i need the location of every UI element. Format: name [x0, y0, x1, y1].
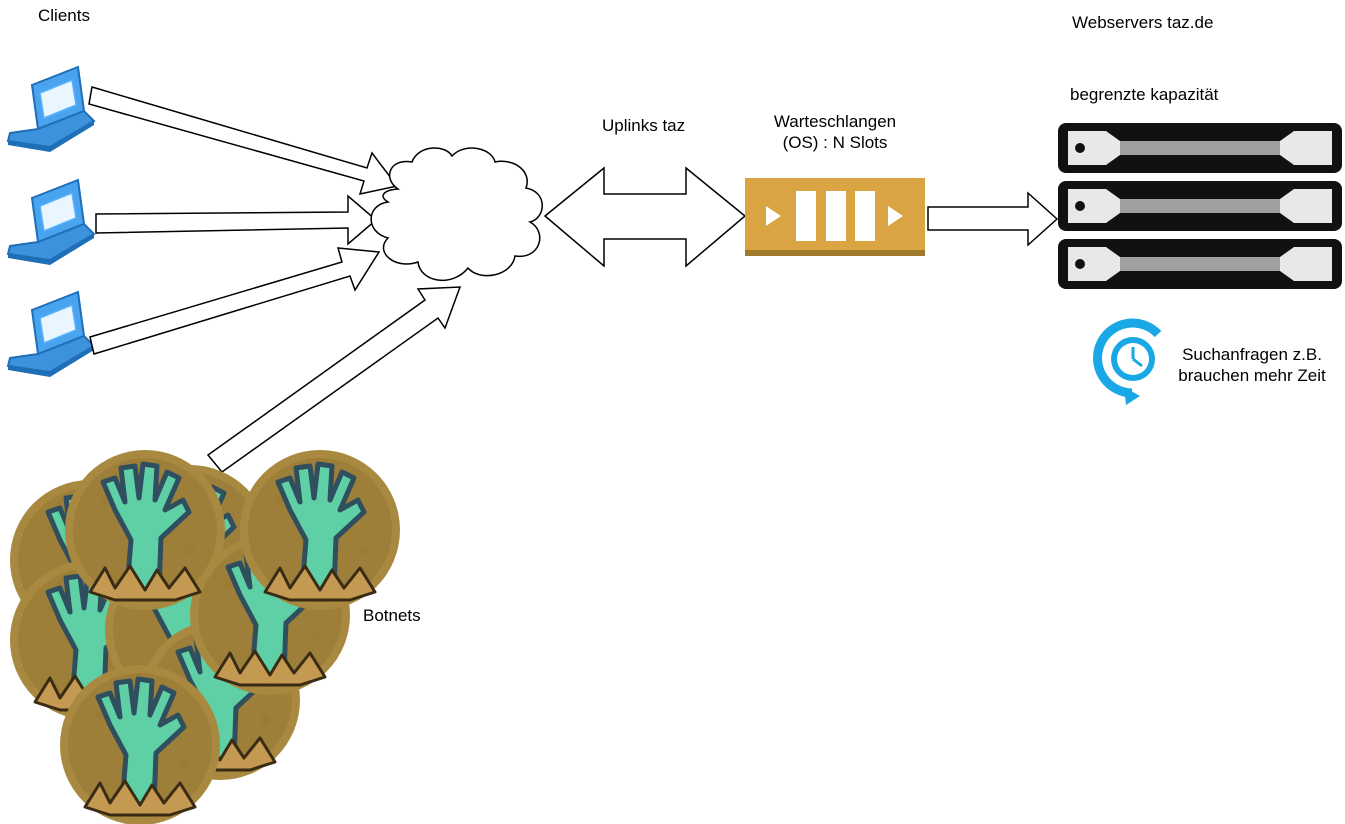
botnets-label: Botnets — [363, 606, 421, 625]
search-note-line1: Suchanfragen z.B. — [1182, 345, 1322, 364]
zombie-hand-icon — [65, 450, 225, 610]
cloud-icon — [370, 147, 543, 282]
clients-label: Clients — [38, 6, 90, 25]
laptop-icon — [7, 291, 95, 378]
webservers-label: Webservers taz.de — [1072, 13, 1214, 32]
arrow-client-3 — [89, 247, 381, 355]
zombie-hand-icon — [240, 450, 400, 610]
arrow-botnet — [206, 286, 462, 474]
search-note: Suchanfragen z.B. brauchen mehr Zeit — [1164, 344, 1340, 386]
laptop-icon — [7, 66, 95, 153]
clock-icon — [1093, 318, 1162, 405]
server-icon — [1058, 239, 1342, 289]
queue-label-line1: Warteschlangen — [773, 112, 897, 131]
queue-icon — [745, 178, 925, 256]
capacity-label: begrenzte kapazität — [1070, 85, 1219, 104]
arrow-queue-to-servers — [927, 191, 1059, 247]
arrow-client-2 — [95, 194, 378, 246]
zombie-hand-icon — [60, 665, 220, 824]
queue-label: Warteschlangen (OS) : N Slots — [750, 111, 920, 153]
uplink-double-arrow — [543, 166, 747, 268]
botnet-cluster — [10, 450, 400, 824]
server-icon — [1058, 123, 1342, 173]
laptop-icon — [7, 179, 95, 266]
search-note-line2: brauchen mehr Zeit — [1178, 366, 1326, 385]
uplinks-label: Uplinks taz — [602, 116, 686, 135]
server-icon — [1058, 181, 1342, 231]
arrow-client-1 — [88, 86, 399, 196]
queue-label-line2: (OS) : N Slots — [782, 133, 888, 152]
